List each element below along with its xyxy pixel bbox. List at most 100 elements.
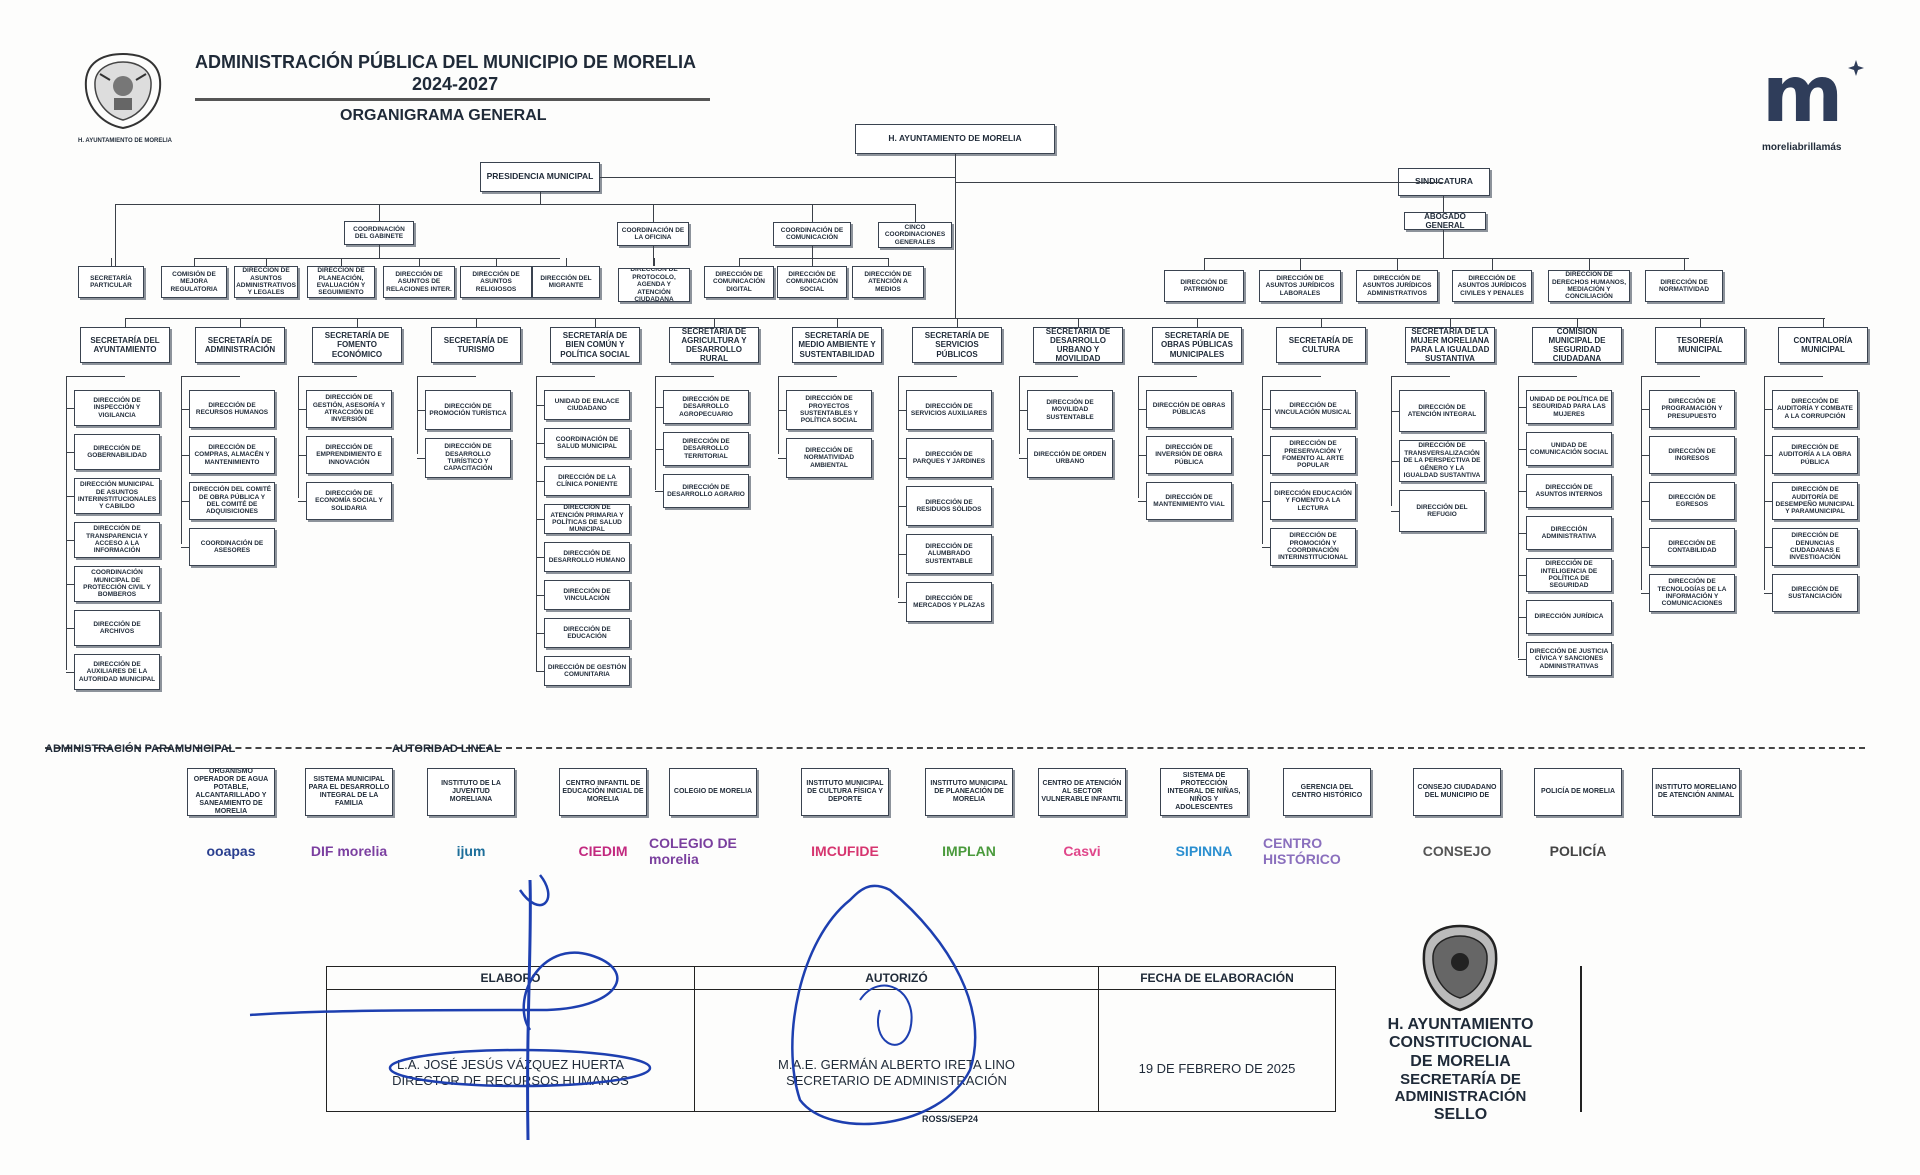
direction-box: DIRECCIÓN DE ALUMBRADO SUSTENTABLE <box>906 534 992 574</box>
direction-box: UNIDAD DE POLÍTICA DE SEGURIDAD PARA LAS… <box>1526 390 1612 424</box>
connector-line <box>536 633 544 634</box>
connector-line <box>1300 258 1301 270</box>
paramunicipal-logo: COLEGIO DE morelia <box>649 835 737 867</box>
connector-line <box>298 376 357 377</box>
connector-line <box>1391 411 1399 412</box>
connector-line <box>1518 376 1519 658</box>
row2-left-unit: DIRECCIÓN DE PLANEACIÓN, EVALUACIÓN Y SE… <box>307 266 375 298</box>
row2-right-unit: DIRECCIÓN DE ASUNTOS JURÍDICOS CIVILES Y… <box>1452 270 1532 302</box>
document-code: ROSS/SEP24 <box>922 1114 979 1124</box>
fecha-label: FECHA DE ELABORACIÓN <box>1099 967 1335 990</box>
connector-line <box>298 501 306 502</box>
direction-box: DIRECCIÓN DE ATENCIÓN PRIMARIA Y POLÍTIC… <box>544 504 630 534</box>
connector-line <box>181 376 182 544</box>
connector-line <box>115 204 915 205</box>
direction-box: DIRECCIÓN EDUCACIÓN Y FOMENTO A LA LECTU… <box>1270 482 1356 520</box>
secretaria-box: SECRETARÍA DE CULTURA <box>1276 327 1366 363</box>
paramunicipal-logo: CIEDIM <box>578 843 628 859</box>
connector-line <box>66 540 74 541</box>
fecha-column: FECHA DE ELABORACIÓN 19 DE FEBRERO DE 20… <box>1099 967 1335 1111</box>
direction-box: DIRECCIÓN DE VINCULACIÓN <box>544 580 630 610</box>
direction-box: DIRECCIÓN DE AUDITORÍA A LA OBRA PÚBLICA <box>1772 436 1858 474</box>
connector-line <box>1138 409 1146 410</box>
connector-line <box>476 318 477 327</box>
elaboro-name: L.A. JOSÉ JESÚS VÁZQUEZ HUERTA <box>396 1057 625 1072</box>
direction-box: DIRECCIÓN DE GESTIÓN COMUNITARIA <box>544 656 630 686</box>
connector-line <box>417 376 476 377</box>
seal-caption: H. AYUNTAMIENTO DE MORELIA <box>77 138 172 144</box>
connector-line <box>898 410 906 411</box>
direction-box: DIRECCIÓN DE MANTENIMIENTO VIAL <box>1146 482 1232 520</box>
connector-line <box>812 246 813 258</box>
direction-box: DIRECCIÓN DE DESARROLLO TURÍSTICO Y CAPA… <box>425 438 511 478</box>
section-divider <box>45 747 1865 749</box>
connector-line <box>66 496 74 497</box>
connector-line <box>240 318 241 327</box>
connector-line <box>1019 458 1027 459</box>
direction-box: COORDINACIÓN DE ASESORES <box>189 528 275 566</box>
direction-box: DIRECCIÓN DE COMPRAS, ALMACÉN Y MANTENIM… <box>189 436 275 474</box>
presidencia-box: PRESIDENCIA MUNICIPAL <box>480 162 600 192</box>
autorizo-title: SECRETARIO DE ADMINISTRACIÓN <box>786 1072 1007 1088</box>
row2-left-unit: DIRECCIÓN DE ASUNTOS RELIGIOSOS <box>460 266 532 298</box>
connector-line <box>419 258 420 266</box>
paramunicipal-logo: CENTRO HISTÓRICO <box>1263 835 1341 867</box>
connector-line <box>1641 501 1649 502</box>
direction-box: COORDINACIÓN MUNICIPAL DE PROTECCIÓN CIV… <box>74 566 160 602</box>
connector-line <box>266 258 267 266</box>
section-autoridad: AUTORIDAD LINEAL <box>392 743 501 755</box>
fecha-value: 19 DE FEBRERO DE 2025 <box>1138 1061 1296 1076</box>
stamp-seal <box>1422 924 1498 1012</box>
connector-line <box>1764 376 1765 590</box>
connector-line <box>1019 410 1027 411</box>
connector-line <box>111 258 112 266</box>
connector-line <box>1518 533 1526 534</box>
connector-line <box>653 246 654 266</box>
connector-line <box>1397 258 1398 270</box>
paramunicipal-logo: POLICÍA <box>1549 843 1607 859</box>
direction-box: DIRECCIÓN DE EDUCACIÓN <box>544 618 630 648</box>
connector-line <box>1764 376 1823 377</box>
connector-line <box>181 547 189 548</box>
paramunicipal-logo: IMPLAN <box>942 843 996 859</box>
connector-line <box>1641 547 1649 548</box>
connector-line <box>536 376 595 377</box>
connector-line <box>496 258 497 266</box>
connector-line <box>1262 547 1270 548</box>
connector-line <box>837 318 838 327</box>
paramunicipal-logo: CONSEJO <box>1422 843 1492 859</box>
connector-line <box>898 376 899 598</box>
row2-left-unit: DIRECCIÓN DE COMUNICACIÓN DIGITAL <box>704 266 774 298</box>
autorizo-name: M.A.E. GERMÁN ALBERTO IRETA LINO <box>778 1057 1015 1072</box>
connector-line <box>66 452 74 453</box>
page-title: ADMINISTRACIÓN PÚBLICA DEL MUNICIPIO DE … <box>195 52 697 72</box>
secretaria-box: SECRETARÍA DE SERVICIOS PÚBLICOS <box>912 327 1002 363</box>
connector-line <box>957 318 958 327</box>
connector-line <box>536 443 544 444</box>
direction-box: DIRECCIÓN DE TRANSPARENCIA Y ACCESO A LA… <box>74 522 160 558</box>
row2-left-unit: DIRECCIÓN DE COMUNICACIÓN SOCIAL <box>777 266 847 298</box>
connector-line <box>1450 318 1451 327</box>
connector-line <box>898 458 906 459</box>
direction-box: DIRECCIÓN DE EMPRENDIMIENTO E INNOVACIÓN <box>306 436 392 474</box>
direction-box: DIRECCIÓN DE SERVICIOS AUXILIARES <box>906 390 992 430</box>
connector-line <box>298 455 306 456</box>
connector-line <box>66 628 74 629</box>
connector-line <box>66 672 74 673</box>
star-icon <box>1848 60 1864 76</box>
paramunicipal-box: SISTEMA MUNICIPAL PARA EL DESARROLLO INT… <box>305 768 393 816</box>
direction-box: DIRECCIÓN DE OBRAS PÚBLICAS <box>1146 390 1232 428</box>
row2-left-unit: DIRECCIÓN DE ASUNTOS DE RELACIONES INTER… <box>383 266 455 298</box>
coord-cinco-box: CINCO COORDINACIONES GENERALES <box>878 222 952 248</box>
connector-line <box>955 182 1443 183</box>
direction-box: DIRECCIÓN DE ORDEN URBANO <box>1027 438 1113 478</box>
connector-line <box>1391 376 1392 506</box>
paramunicipal-box: COLEGIO DE MORELIA <box>669 768 757 816</box>
direction-box: DIRECCIÓN DE TECNOLOGÍAS DE LA INFORMACI… <box>1649 574 1735 612</box>
row2-left-unit: DIRECCIÓN DEL MIGRANTE <box>532 266 600 298</box>
connector-line <box>1518 449 1526 450</box>
connector-line <box>888 258 889 266</box>
section-paramunicipal: ADMINISTRACIÓN PARAMUNICIPAL <box>45 743 236 755</box>
connector-line <box>1641 455 1649 456</box>
connector-line <box>181 409 189 410</box>
